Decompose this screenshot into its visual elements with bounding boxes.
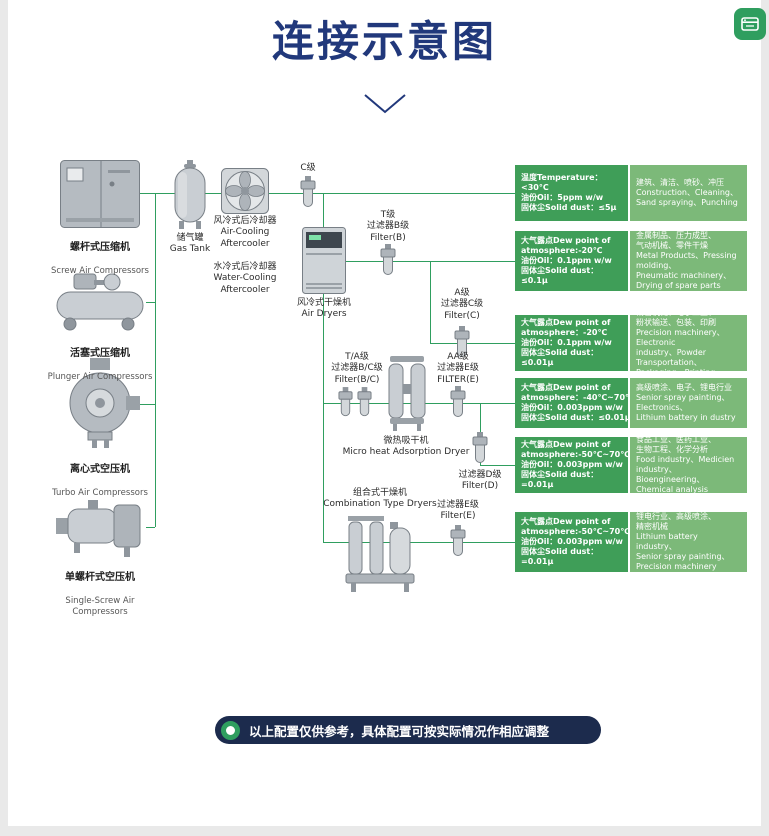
- spec-box-3: 大气露点Dew point of atmosphere：-20℃ 油份Oil：0…: [515, 315, 747, 371]
- spec-applications: 金属制品、压力成型、 气动机械、零件干燥 Metal Products、Pres…: [630, 231, 747, 291]
- ring-icon: [221, 720, 240, 740]
- spec-box-1: 温度Temperature：<30°C 油份Oil：5ppm w/w 固体尘So…: [515, 165, 747, 221]
- label-plunger-compressor: 活塞式压缩机 Plunger Air Compressors: [40, 337, 160, 394]
- spec-conditions: 大气露点Dew point of atmosphere:-20℃ 油份Oil：0…: [515, 231, 628, 291]
- filter-e-aa-icon: [450, 386, 466, 420]
- label-filter-b: T级 过滤器B级 Filter(B): [366, 210, 410, 243]
- label-micro-heat-dryer: 微热吸干机 Micro heat Adsorption Dryer: [342, 436, 470, 458]
- connector-line: [155, 193, 156, 527]
- label-zh: 活塞式压缩机: [70, 348, 130, 360]
- filter-bc-icon: [357, 386, 372, 420]
- label-en: Turbo Air Compressors: [52, 488, 148, 498]
- label-en: Plunger Air Compressors: [47, 372, 153, 382]
- connector-line: [323, 294, 324, 542]
- connector-line: [146, 302, 155, 303]
- label-air-dryer: 风冷式干燥机 Air Dryers: [296, 298, 351, 320]
- connector-line: [323, 542, 515, 543]
- label-en: Screw Air Compressors: [51, 266, 149, 276]
- label-zh: 离心式空压机: [70, 464, 130, 476]
- label-single-screw-compressor: 单螺杆式空压机 Single-Screw Air Compressors: [40, 561, 160, 629]
- connector-line: [480, 465, 515, 466]
- spec-applications: 精密机械、电子工业、 粉状输送、包装、印刷 Precision machiner…: [630, 315, 747, 371]
- label-en: Single-Screw Air Compressors: [65, 596, 135, 617]
- connector-line: [430, 261, 431, 343]
- single-screw-compressor-icon: [54, 494, 146, 558]
- connector-line: [140, 404, 155, 405]
- label-filter-bc: T/A级 过滤器B/C级 Filter(B/C): [331, 352, 383, 385]
- filter-c-icon: [454, 326, 470, 360]
- window-glyph-icon: [741, 17, 759, 31]
- label-filter-c-grade: C级: [300, 163, 316, 173]
- spec-box-5: 大气露点Dew point of atmosphere:-50℃~70℃ 油份O…: [515, 437, 747, 493]
- connector-line: [146, 527, 155, 528]
- filter-c-grade-icon: [300, 176, 316, 210]
- footer-note-bar: 以上配置仅供参考，具体配置可按实际情况作相应调整: [215, 716, 601, 744]
- spec-box-6: 大气露点Dew point of atmosphere:-50℃~70℃ 油份O…: [515, 512, 747, 572]
- spec-conditions: 大气露点Dew point of atmosphere:-50℃~70℃ 油份O…: [515, 512, 628, 572]
- filter-e-icon: [450, 525, 466, 559]
- screw-compressor-icon: [60, 160, 140, 228]
- air-cooling-fan-icon: [221, 168, 269, 214]
- air-dryer-icon: [302, 227, 346, 294]
- filter-bc-icon: [338, 386, 353, 420]
- spec-box-2: 大气露点Dew point of atmosphere:-20℃ 油份Oil：0…: [515, 231, 747, 291]
- filter-b-icon: [380, 244, 396, 278]
- label-filter-e: 过滤器E级 Filter(E): [437, 500, 479, 522]
- connector-line: [323, 193, 324, 228]
- spec-applications: 建筑、清洁、喷砂、冲压 Construction、Cleaning、 Sand …: [630, 165, 747, 221]
- spec-conditions: 大气露点Dew point of atmosphere：-20℃ 油份Oil：0…: [515, 315, 628, 371]
- label-zh: 螺杆式压缩机: [70, 242, 130, 254]
- label-filter-d: 过滤器D级 Filter(D): [458, 470, 502, 492]
- label-gas-tank: 储气罐 Gas Tank: [169, 233, 211, 255]
- browser-badge-icon[interactable]: [734, 8, 766, 40]
- label-screw-compressor: 螺杆式压缩机 Screw Air Compressors: [40, 231, 160, 288]
- label-air-cooling-aftercooler: 风冷式后冷却器 Air-Cooling Aftercooler: [213, 216, 277, 249]
- gas-tank-icon: [172, 160, 208, 230]
- label-combination-dryer: 组合式干燥机 Combination Type Dryers: [323, 488, 437, 510]
- label-filter-e-aa: AA级 过滤器E级 FILTER(E): [437, 352, 479, 385]
- spec-applications: 食品工业、医药工业、 生物工程、化学分析 Food industry、Medic…: [630, 437, 747, 493]
- combination-dryer-icon: [344, 514, 416, 596]
- spec-box-4: 大气露点Dew point of atmosphere：-40℃~70℃ 油份O…: [515, 378, 747, 428]
- spec-conditions: 大气露点Dew point of atmosphere:-50℃~70℃ 油份O…: [515, 437, 628, 493]
- spec-applications: 高级喷涂、电子、锂电行业 Senior spray painting、 Elec…: [630, 378, 747, 428]
- filter-d-icon: [472, 432, 488, 466]
- label-water-cooling-aftercooler: 水冷式后冷却器 Water-Cooling Aftercooler: [213, 262, 277, 295]
- connector-line: [430, 343, 515, 344]
- spec-conditions: 大气露点Dew point of atmosphere：-40℃~70℃ 油份O…: [515, 378, 628, 428]
- spec-conditions: 温度Temperature：<30°C 油份Oil：5ppm w/w 固体尘So…: [515, 165, 628, 221]
- label-zh: 单螺杆式空压机: [65, 572, 135, 584]
- footer-note: 以上配置仅供参考，具体配置可按实际情况作相应调整: [249, 723, 550, 739]
- connector-line: [140, 193, 515, 194]
- label-filter-c: A级 过滤器C级 Filter(C): [440, 288, 484, 321]
- chevron-down-icon: [363, 94, 406, 114]
- plunger-compressor-icon: [54, 272, 146, 334]
- label-turbo-compressor: 离心式空压机 Turbo Air Compressors: [40, 453, 160, 510]
- turbo-compressor-icon: [60, 358, 140, 450]
- adsorption-dryer-icon: [384, 356, 430, 432]
- page-title: 连接示意图: [271, 17, 497, 66]
- spec-applications: 锂电行业、高级喷涂、 精密机械 Lithium battery industry…: [630, 512, 747, 572]
